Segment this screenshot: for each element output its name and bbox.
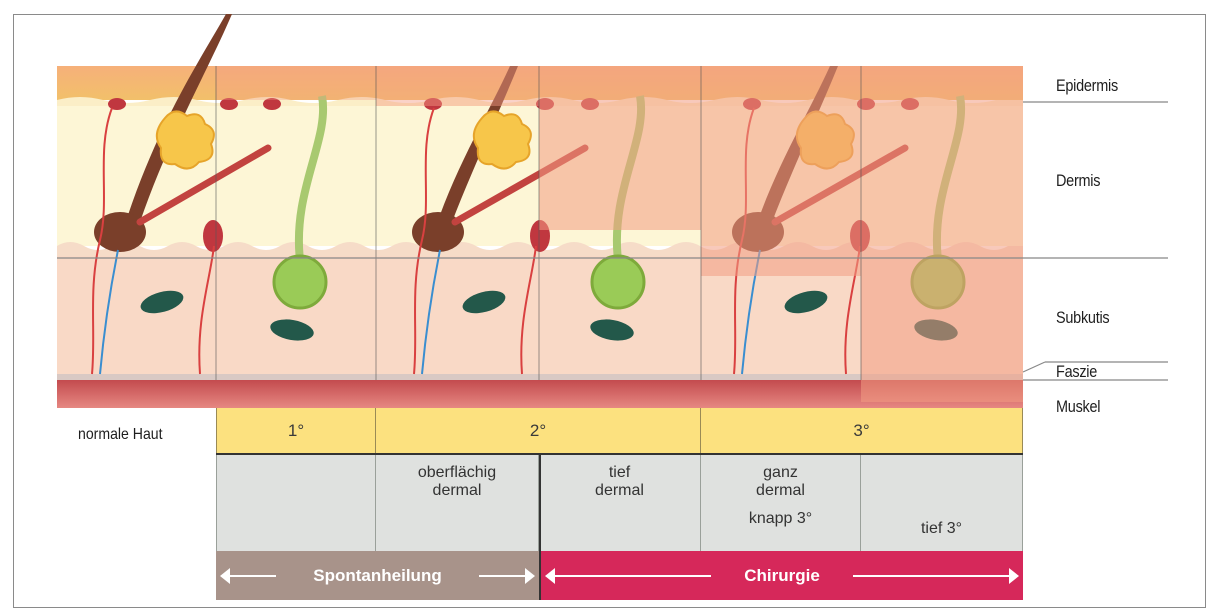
arrow-left-line — [226, 575, 276, 577]
degree-third: 3° — [701, 408, 1023, 454]
label-epidermis: Epidermis — [1056, 76, 1118, 96]
degree-first: 1° — [216, 408, 376, 454]
sub-deep-third: tief 3° — [861, 454, 1023, 551]
sub-row-top-rule — [216, 453, 1023, 455]
label-spontaneous: Spontanheilung — [313, 566, 441, 586]
sub-near-third-text: knapp 3° — [701, 510, 860, 528]
burn-deep-dermal — [539, 66, 701, 230]
arrow-right-line — [479, 575, 529, 577]
bar-surgery: Chirurgie — [541, 551, 1023, 600]
arrow-right-head — [1009, 568, 1019, 584]
arrow-left-head — [220, 568, 230, 584]
label-muskel: Muskel — [1056, 397, 1100, 417]
label-faszie: Faszie — [1056, 362, 1097, 382]
sub-superficial-dermal: oberflächig dermal — [376, 454, 539, 551]
arrow-right-head — [525, 568, 535, 584]
arrow-left-head — [545, 568, 555, 584]
burn-first-degree — [216, 66, 376, 100]
burn-full-dermal — [701, 66, 861, 276]
label-subkutis: Subkutis — [1056, 308, 1109, 328]
burn-superficial-dermal — [376, 66, 539, 106]
arrow-right-line — [853, 575, 1013, 577]
arrow-left-line — [551, 575, 711, 577]
degree-second: 2° — [376, 408, 701, 454]
bar-spontaneous-healing: Spontanheilung — [216, 551, 539, 600]
label-dermis: Dermis — [1056, 171, 1100, 191]
label-surgery: Chirurgie — [744, 566, 820, 586]
burn-deep-third — [861, 66, 1023, 402]
sub-deep-third-text: tief 3° — [861, 520, 1022, 538]
sub-full-dermal-text: ganz dermal — [701, 464, 860, 500]
label-normal-skin: normale Haut — [78, 426, 163, 444]
sub-deep-dermal: tief dermal — [539, 454, 701, 551]
sub-full-dermal: ganz dermal knapp 3° — [701, 454, 861, 551]
sub-first-degree — [216, 454, 376, 551]
